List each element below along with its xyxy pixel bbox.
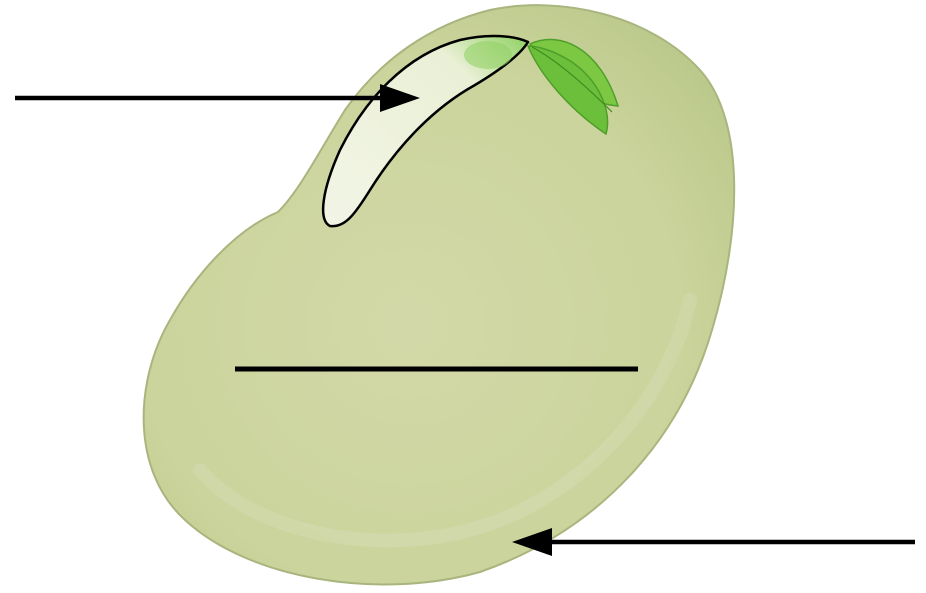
- plumule-tint: [464, 41, 512, 69]
